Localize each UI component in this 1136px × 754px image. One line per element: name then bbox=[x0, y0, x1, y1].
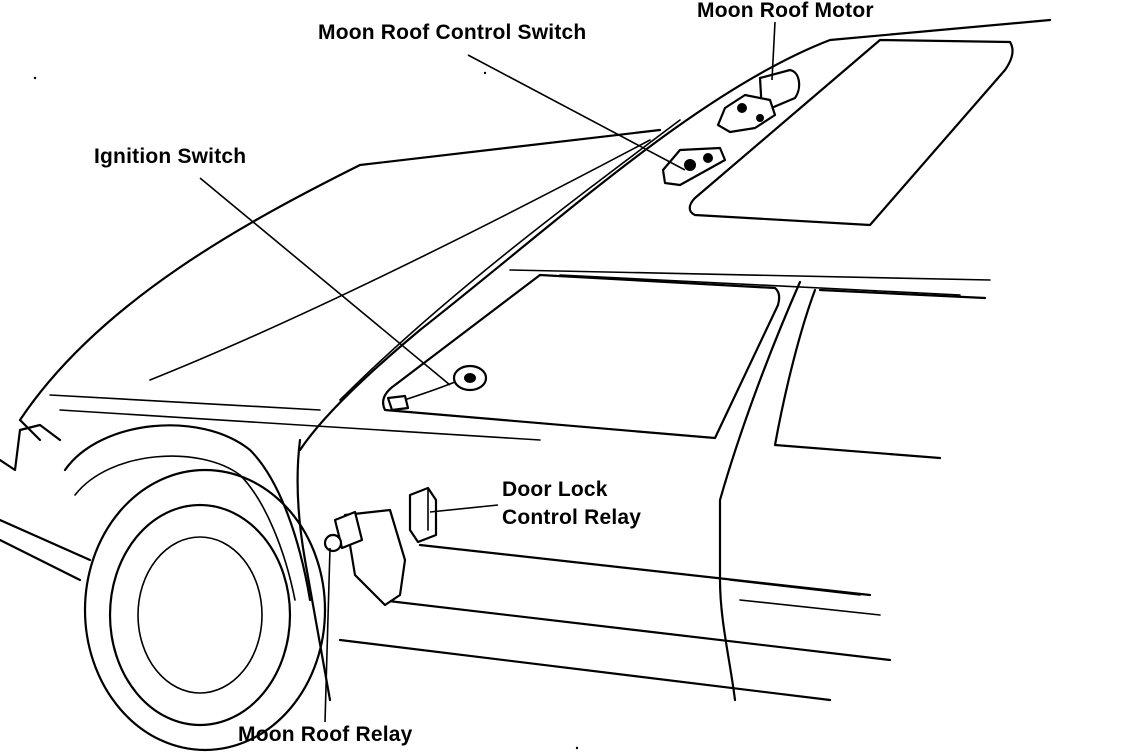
wheel-arch bbox=[63, 424, 312, 602]
leader-door-lock-control-relay bbox=[429, 504, 499, 513]
moon-roof-relay-part bbox=[323, 508, 407, 607]
hood-outline bbox=[18, 128, 662, 442]
door-lock-control-relay-label-line2: Control Relay bbox=[502, 506, 642, 529]
scan-speck bbox=[483, 71, 487, 75]
ignition-switch-part bbox=[386, 364, 488, 412]
moon-roof-motor-label: Moon Roof Motor bbox=[697, 0, 874, 22]
leader-moon-roof-control-switch bbox=[467, 54, 686, 171]
a-pillar-inner bbox=[339, 119, 681, 401]
scan-speck bbox=[33, 76, 37, 80]
front-bumper bbox=[0, 423, 92, 582]
door-lock-control-relay-part bbox=[408, 486, 438, 544]
roof-line bbox=[298, 18, 1052, 452]
wheel-hub bbox=[137, 536, 263, 694]
moon-roof-motor-part bbox=[716, 68, 801, 134]
hood-crease bbox=[149, 139, 651, 381]
moon-roof-relay-label: Moon Roof Relay bbox=[238, 723, 413, 746]
leader-moon-roof-relay bbox=[324, 547, 331, 723]
moon-roof-control-switch-part bbox=[661, 146, 727, 187]
rear-window bbox=[773, 288, 987, 460]
body-side-molding bbox=[338, 543, 892, 702]
tire-inner bbox=[108, 503, 292, 727]
leader-moon-roof-motor bbox=[771, 21, 776, 81]
front-window bbox=[381, 273, 781, 440]
moon-roof-glass bbox=[688, 38, 1014, 227]
belt-line bbox=[509, 269, 991, 296]
leader-ignition-switch bbox=[199, 177, 451, 386]
wheel-arch-inner bbox=[74, 455, 296, 601]
headlight-line bbox=[49, 394, 541, 441]
front-fender-edge bbox=[296, 438, 332, 702]
tire-outer bbox=[83, 468, 327, 752]
door-rear-edge bbox=[718, 280, 802, 702]
moon-roof-control-switch-label: Moon Roof Control Switch bbox=[318, 21, 587, 44]
scan-speck bbox=[575, 746, 579, 750]
lower-rocker bbox=[729, 579, 881, 616]
ignition-switch-label: Ignition Switch bbox=[94, 145, 247, 168]
door-lock-control-relay-label-line1: Door Lock bbox=[502, 478, 608, 501]
